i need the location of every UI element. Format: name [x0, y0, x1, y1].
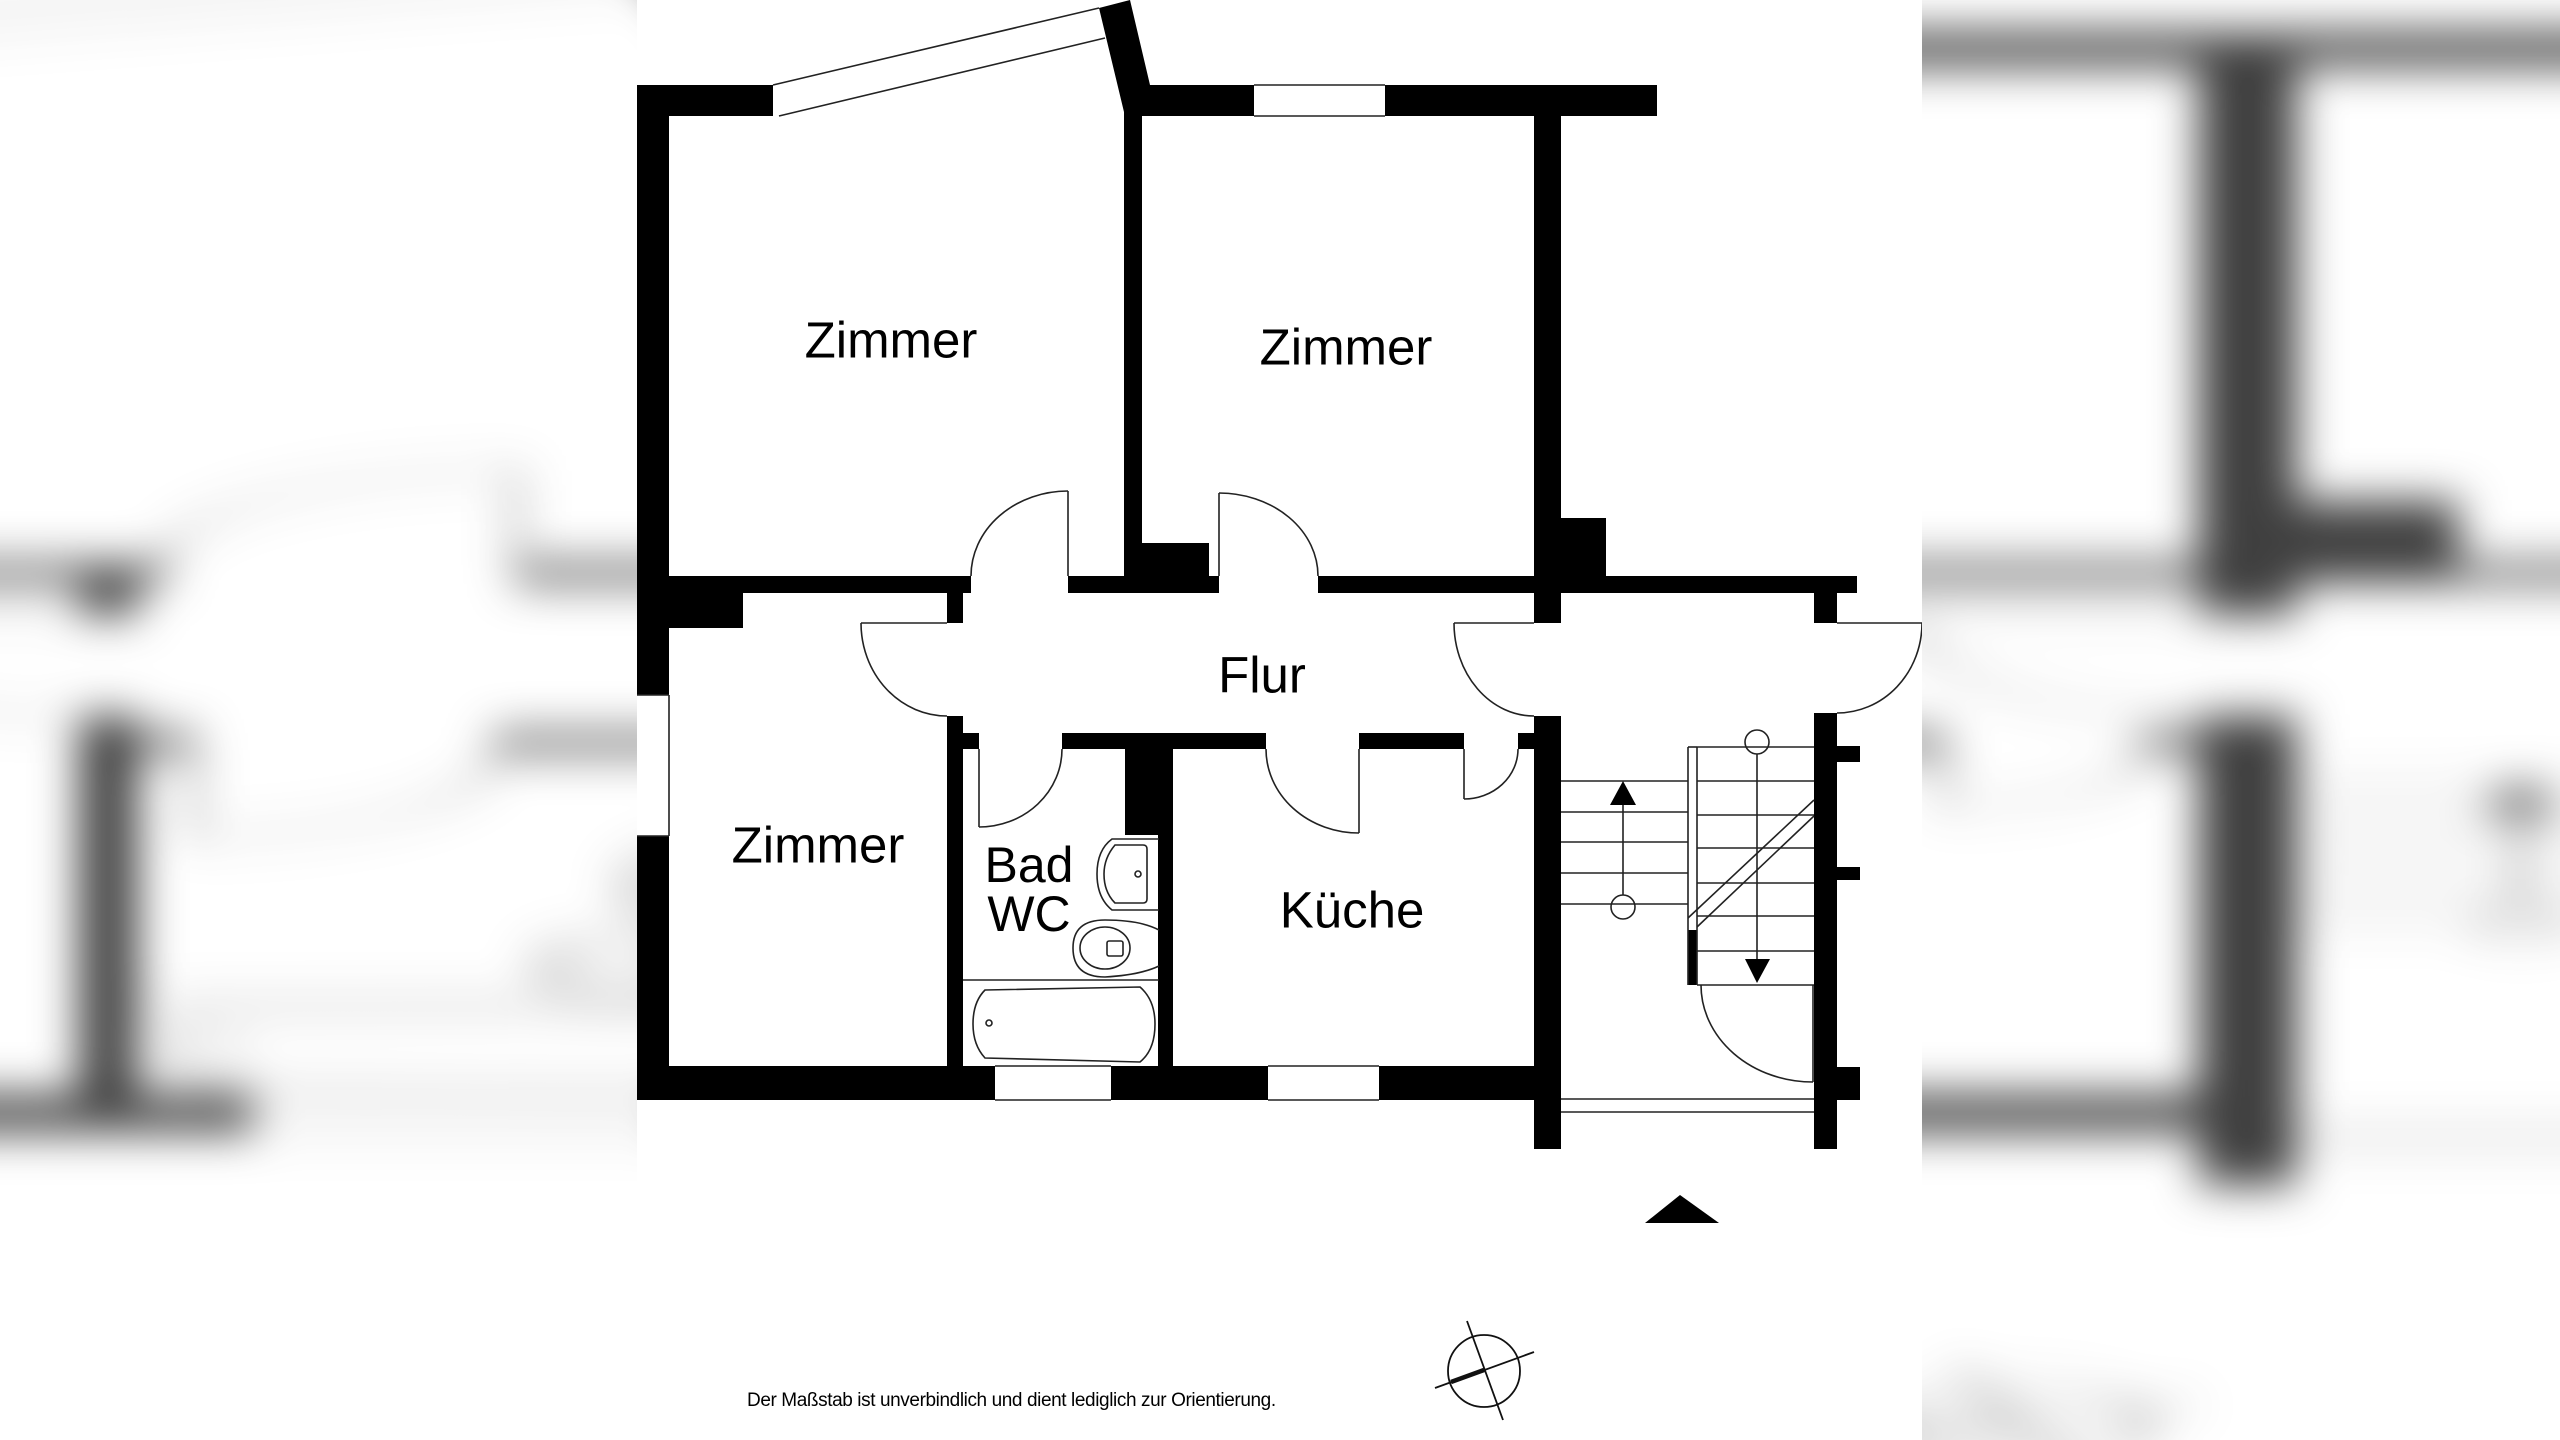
- room-label-bad-wc: Bad WC: [984, 837, 1074, 942]
- room-label-flur: Flur: [1218, 646, 1306, 704]
- room-label-zimmer-1: Zimmer: [804, 311, 978, 369]
- room-label-zimmer-3: Zimmer: [731, 816, 905, 874]
- room-label-wc: WC: [987, 886, 1071, 942]
- room-label-bad: Bad: [984, 837, 1074, 893]
- scale-disclaimer: Der Maßstab ist unverbindlich und dient …: [747, 1390, 1276, 1411]
- room-label-zimmer-2: Zimmer: [1259, 318, 1433, 376]
- floorplan-panel: [637, 0, 1922, 1440]
- room-label-kueche: Küche: [1279, 881, 1425, 939]
